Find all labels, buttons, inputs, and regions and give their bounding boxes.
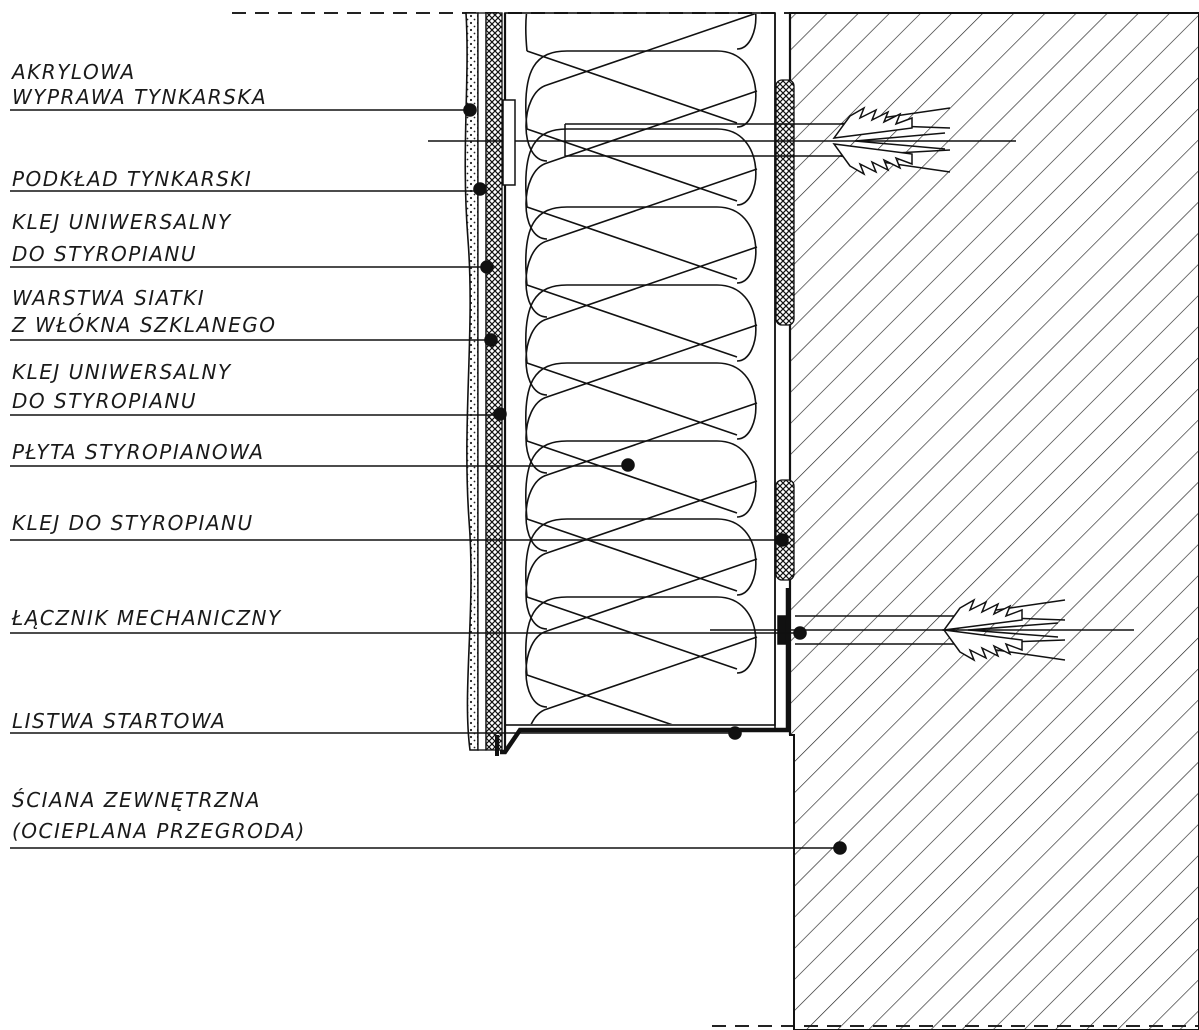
label-text: AKRYLOWA [10, 60, 136, 84]
label-text: ŁĄCZNIK MECHANICZNY [11, 606, 282, 630]
insulation-loop [525, 518, 757, 670]
label-text: KLEJ UNIWERSALNY [12, 210, 232, 234]
leader-dot [480, 260, 494, 274]
insulation-loop [525, 596, 757, 724]
adhesive-dab-lower [775, 479, 795, 581]
leader-dot [493, 407, 507, 421]
insulation-loop [525, 284, 757, 436]
insulation-loop [525, 362, 757, 514]
label-text: KLEJ DO STYROPIANU [12, 511, 254, 535]
leader-lines [10, 103, 847, 855]
leader-dot [463, 103, 477, 117]
leader-dot [728, 726, 742, 740]
mechanical-fastener-lower [710, 598, 1134, 662]
leader-dot [793, 626, 807, 640]
insulation-loop [525, 128, 757, 280]
insulation-loop [525, 480, 758, 630]
mechanical-fastener-upper [428, 99, 1016, 186]
insulation-loop [530, 636, 758, 724]
label-text: KLEJ UNIWERSALNY [12, 360, 232, 384]
leader-dot [473, 182, 487, 196]
label-text: DO STYROPIANU [12, 389, 197, 413]
plaster-layers [464, 12, 507, 751]
insulation-loop [525, 14, 757, 162]
insulation-loop [525, 168, 758, 318]
leader-dot [775, 533, 789, 547]
label-text: LISTWA STARTOWA [12, 709, 226, 733]
insulation-loop [525, 324, 758, 474]
label-text: DO STYROPIANU [12, 242, 197, 266]
insulation-loop [525, 246, 758, 396]
insulation-loop [525, 440, 757, 592]
starter-track [500, 588, 791, 755]
label-text: WYPRAWA TYNKARSKA [12, 85, 267, 109]
insulation-loop [525, 402, 758, 552]
label-text: ŚCIANA ZEWNĘTRZNA [12, 788, 261, 812]
leader-dot [484, 333, 498, 347]
adhesive-dab-upper [775, 79, 795, 326]
insulation-symbol [525, 14, 758, 724]
insulation-loop [525, 206, 757, 358]
label-text: (OCIEPLANA PRZEGRODA) [12, 819, 306, 843]
label-text: Z WŁÓKNA SZKLANEGO [11, 313, 277, 337]
insulation-loop [525, 50, 757, 202]
label-text: PODKŁAD TYNKARSKI [12, 167, 252, 191]
insulation-loop [525, 90, 758, 240]
label-text: PŁYTA STYROPIANOWA [12, 440, 265, 464]
label-text: WARSTWA SIATKI [12, 286, 205, 310]
leader-dot [621, 458, 635, 472]
insulation-loop [525, 14, 757, 124]
leader-dot [833, 841, 847, 855]
